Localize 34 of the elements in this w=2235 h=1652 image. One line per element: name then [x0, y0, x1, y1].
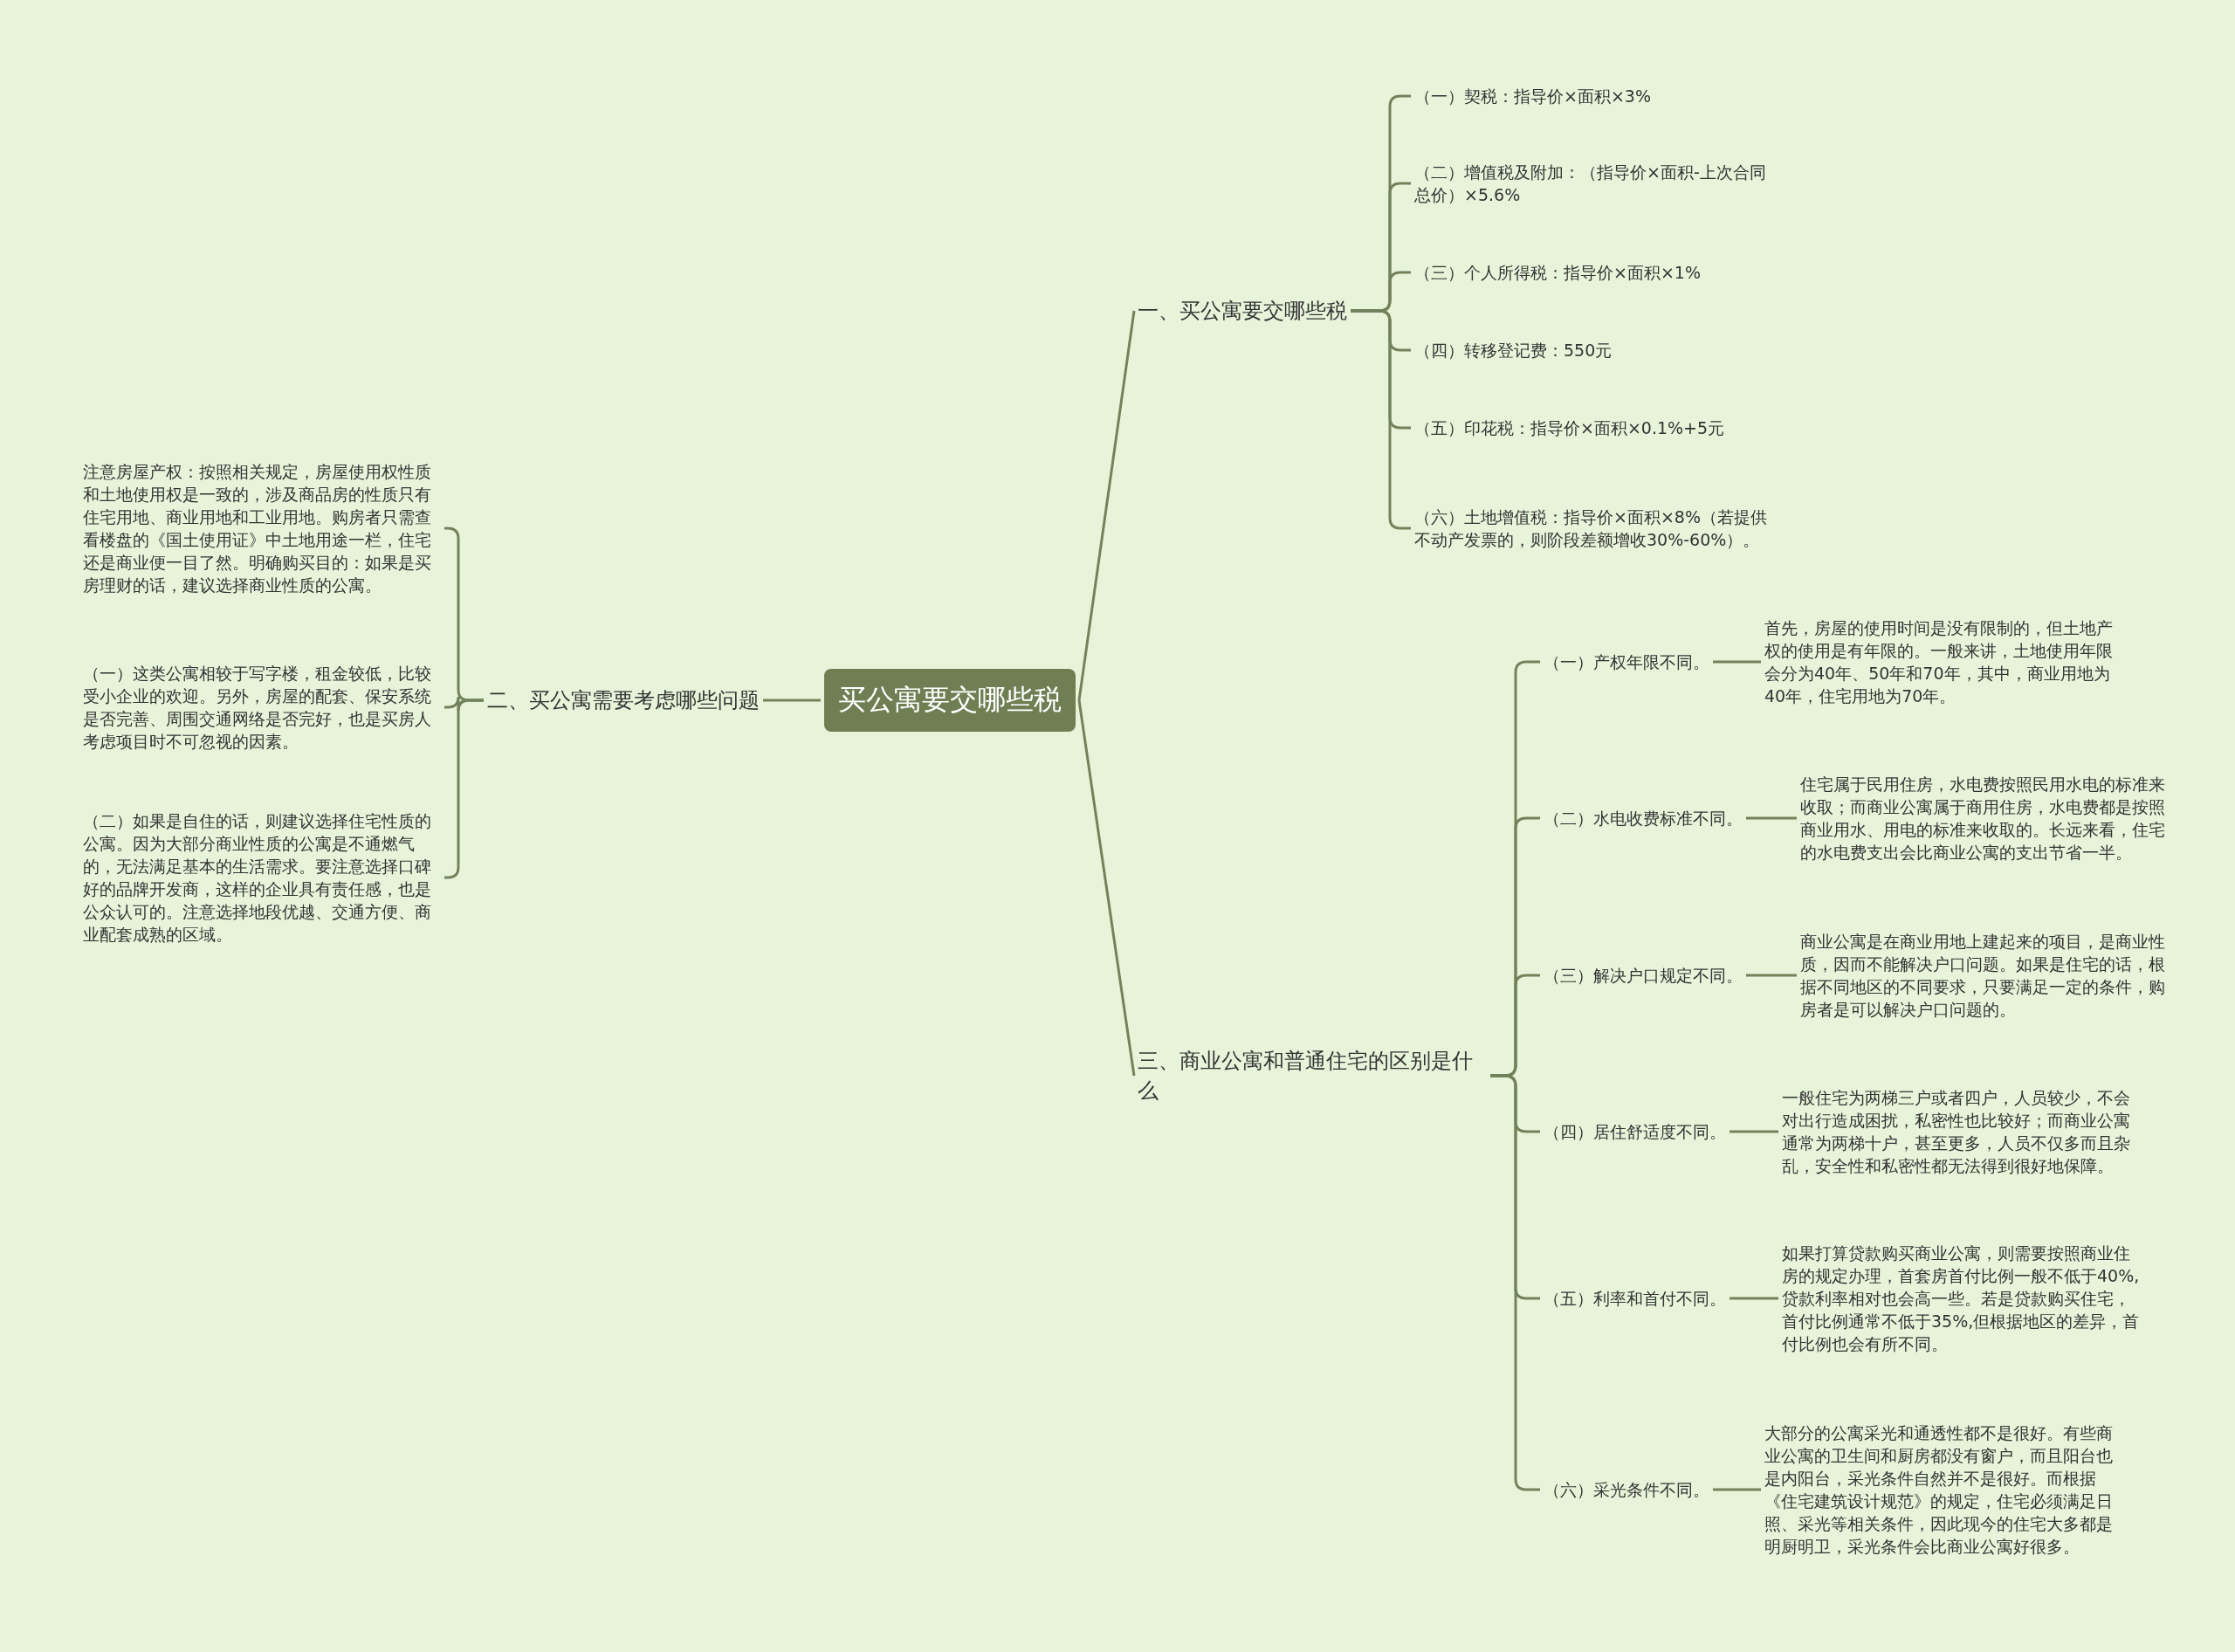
subtopic-text: （一）契税：指导价×面积×3%: [1414, 85, 1772, 107]
subtopic-text: （二）增值税及附加：（指导价×面积-上次合同总价）×5.6%: [1414, 161, 1772, 206]
detail-text: 首先，房屋的使用时间是没有限制的，但土地产权的使用是有年限的。一般来讲，土地使用年限会分为40年、50年和70年，其中，商业用地为40年，住宅用地为70年。: [1764, 616, 2122, 707]
connector-line: [1713, 660, 1761, 664]
subtopic-text: （三）个人所得税：指导价×面积×1%: [1414, 261, 1772, 284]
subtopic-text: 注意房屋产权：按照相关规定，房屋使用权性质和土地使用权是一致的，涉及商品房的性质只有住宅用地、商业用地和工业用地。购房者只需查看楼盘的《国土使用证》中土地用途一栏，住宅还是商业便一目了然。明确购买目的：如果是买房理财的话，建议选择商业性质的公寓。: [83, 460, 441, 596]
connector-line: [1077, 310, 1136, 701]
detail-text: 一般住宅为两梯三户或者四户，人员较少，不会对出行造成困扰，私密性也比较好；而商业公寓通常为两梯十户，甚至更多，人员不仅多而且杂乱，安全性和私密性都无法得到很好地保障。: [1782, 1086, 2140, 1177]
subtopic-text: （二）水电收费标准不同。: [1544, 807, 1743, 829]
detail-text: 大部分的公寓采光和通透性都不是很好。有些商业公寓的卫生间和厨房都没有窗户，而且阳台也是内阳台，采光条件自然并不是很好。而根据《住宅建筑设计规范》的规定，住宅必须满足日照、采光等相关条件，因此现今的住宅大多都是明厨明卫，采光条件会比商业公寓好很多。: [1764, 1421, 2122, 1558]
connector-line: [1713, 1488, 1761, 1491]
subtopic-text: （三）解决户口规定不同。: [1544, 964, 1743, 987]
root-topic-box: 买公寓要交哪些税: [824, 669, 1076, 732]
subtopic-text: （六）土地增值税：指导价×面积×8%（若提供不动产发票的，则阶段差额增收30%-60%）。: [1414, 506, 1772, 551]
connector-line: [763, 699, 821, 702]
subtopic-text: （二）如果是自住的话，则建议选择住宅性质的公寓。因为大部分商业性质的公寓是不通燃气的，无法满足基本的生活需求。要注意选择口碑好的品牌开发商，这样的企业具有责任感，也是公众认可的。注意选择地段优越、交通方便、商业配套成熟的区域。: [83, 809, 441, 946]
detail-text: 商业公寓是在商业用地上建起来的项目，是商业性质，因而不能解决户口问题。如果是住宅的话，根据不同地区的不同要求，只要满足一定的条件，购房者是可以解决户口问题的。: [1800, 930, 2167, 1021]
subtopic-text: （五）利率和首付不同。: [1544, 1287, 1726, 1310]
subtopic-text: （六）采光条件不同。: [1544, 1478, 1709, 1501]
connector-line: [1730, 1297, 1778, 1300]
topic-text: 三、商业公寓和普通住宅的区别是什么: [1138, 1046, 1487, 1105]
subtopic-text: （五）印花税：指导价×面积×0.1%+5元: [1414, 416, 1772, 439]
detail-text: 如果打算贷款购买商业公寓，则需要按照商业住房的规定办理，首套房首付比例一般不低于40%,贷款利率相对也会高一些。若是贷款购买住宅，首付比例通常不低于35%,但根据地区的差异，首付比例也会有所不同。: [1782, 1242, 2140, 1355]
connector-line: [1730, 1130, 1778, 1133]
connector-line: [1077, 699, 1136, 1077]
subtopic-text: （一）这类公寓相较于写字楼，租金较低，比较受小企业的欢迎。另外，房屋的配套、保安系统是否完善、周围交通网络是否完好，也是买房人考虑项目时不可忽视的因素。: [83, 662, 441, 753]
subtopic-text: （一）产权年限不同。: [1544, 650, 1709, 673]
detail-text: 住宅属于民用住房，水电费按照民用水电的标准来收取；而商业公寓属于商用住房，水电费都是按照商业用水、用电的标准来收取的。长远来看，住宅的水电费支出会比商业公寓的支出节省一半。: [1800, 773, 2167, 864]
connector-line: [1746, 974, 1797, 977]
subtopic-text: （四）居住舒适度不同。: [1544, 1120, 1726, 1143]
topic-text: 一、买公寓要交哪些税: [1138, 296, 1347, 326]
topic-text: 二、买公寓需要考虑哪些问题: [487, 685, 760, 715]
connector-line: [1746, 816, 1797, 820]
subtopic-text: （四）转移登记费：550元: [1414, 339, 1772, 361]
